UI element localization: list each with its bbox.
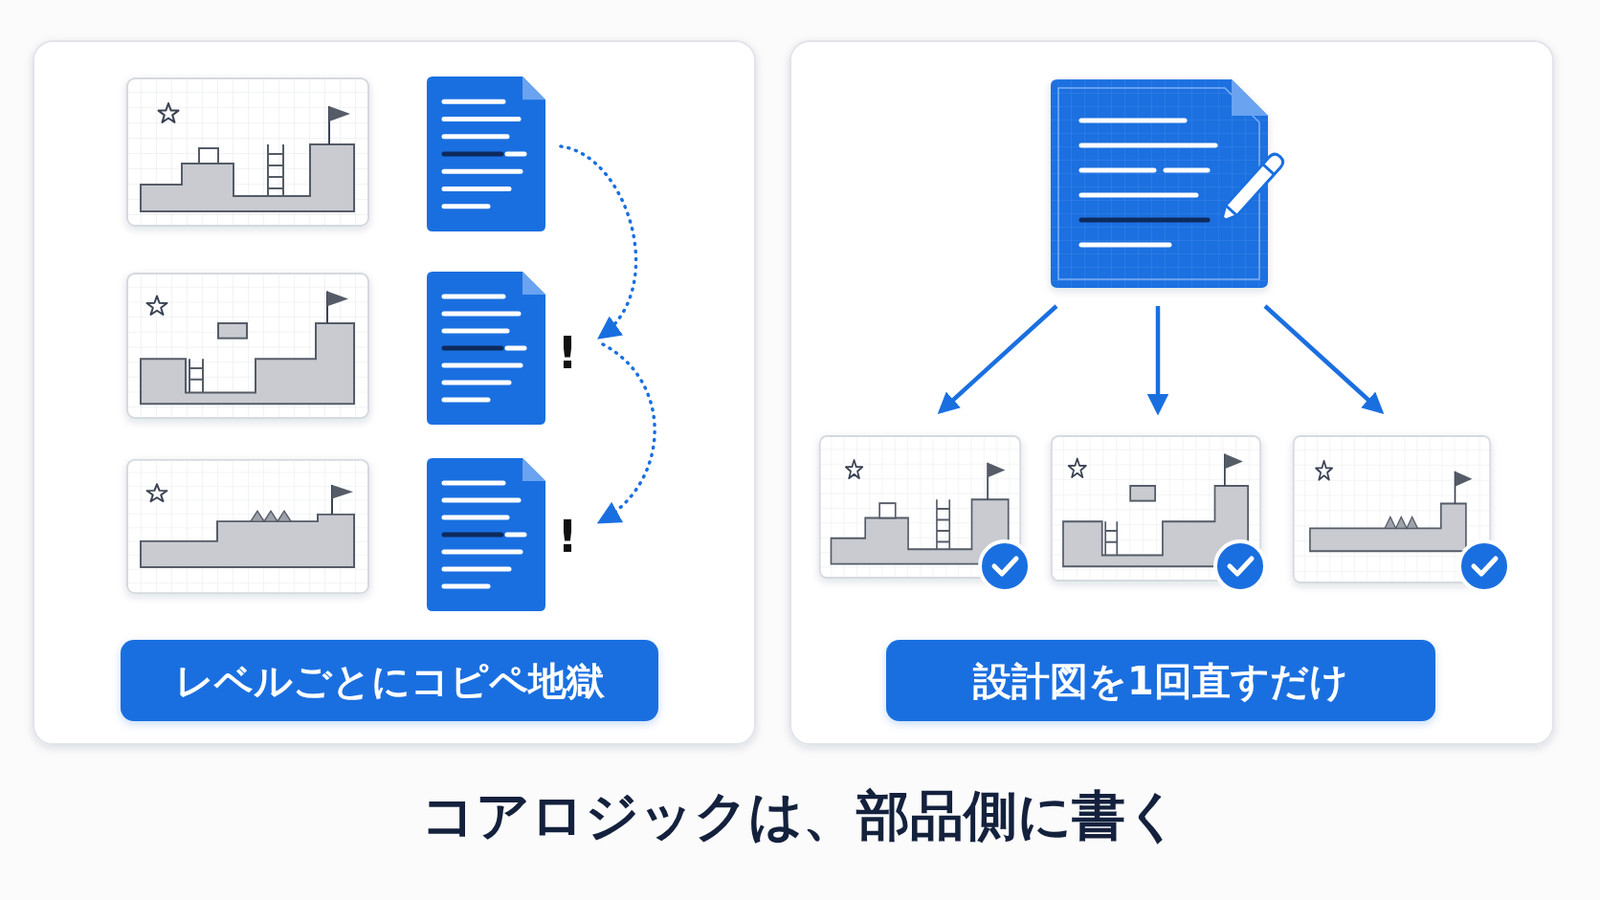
distribution-arrow <box>1265 306 1381 412</box>
check-badge <box>1459 541 1510 592</box>
label-banner: 設計図を1回直すだけ <box>886 640 1436 722</box>
level-thumbnails <box>820 436 1490 583</box>
copy-arrow <box>600 344 655 522</box>
label-banner: レベルごとにコピペ地獄 <box>120 640 659 722</box>
panel <box>33 41 756 745</box>
level-thumbnail <box>127 273 369 419</box>
distribution-arrow <box>1155 306 1161 412</box>
copy-arrow <box>560 146 637 337</box>
documents <box>426 76 546 612</box>
blueprint-border <box>1058 88 1260 280</box>
blueprint-document <box>1050 79 1268 289</box>
document-line <box>1081 120 1216 245</box>
level-thumbnail <box>127 78 369 226</box>
level-thumbnail <box>127 460 369 594</box>
banner-text: 設計図を1回直すだけ <box>973 658 1349 705</box>
check-badge <box>979 541 1030 592</box>
document-icon <box>426 76 546 232</box>
panel <box>790 41 1554 745</box>
document-icon <box>426 271 546 425</box>
check-badge <box>1215 541 1266 592</box>
document-fold <box>1231 79 1268 116</box>
pencil-band <box>1225 164 1275 217</box>
pencil <box>1215 151 1286 227</box>
pencil-body <box>1215 151 1286 227</box>
level-thumbnails <box>127 78 369 594</box>
pencil-tip <box>1219 216 1227 224</box>
document-highlight-line <box>1081 218 1208 223</box>
document-icon <box>426 458 546 612</box>
warning-mark: ! <box>553 325 582 381</box>
distribution-arrow <box>940 306 1057 412</box>
warning-mark: ! <box>553 509 582 565</box>
slide-title: コアロジックは、部品側に書く <box>0 777 1600 858</box>
blueprint-body <box>1050 79 1268 289</box>
banner-text: レベルごとにコピペ地獄 <box>175 658 605 705</box>
